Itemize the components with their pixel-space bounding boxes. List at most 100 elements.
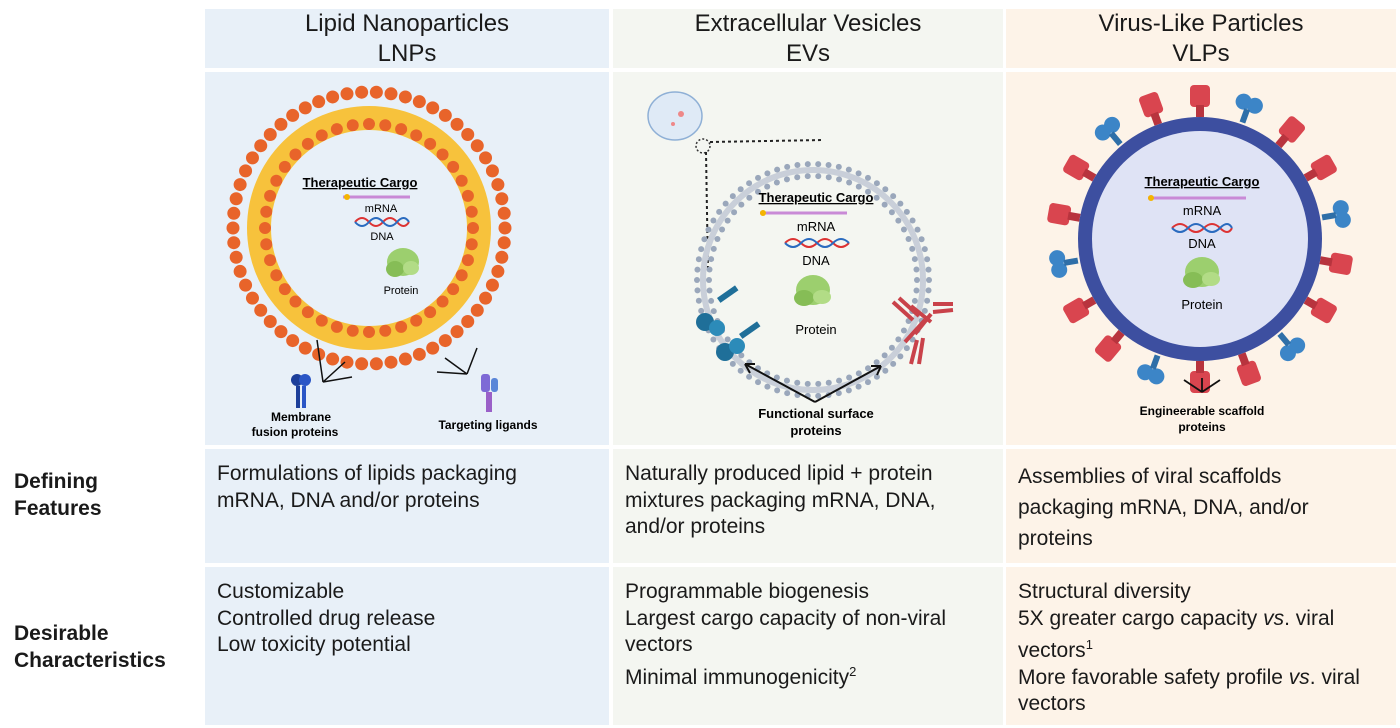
membrane-fusion-protein-icon [291, 374, 311, 408]
lnp-lipid-head-outer [312, 95, 326, 109]
ev-lipid-head [913, 266, 920, 273]
lnp-lipid-head-outer [263, 127, 277, 141]
ev-defining-features: Naturally produced lipid + protein mixtu… [613, 449, 1003, 563]
ev-lipid-head [873, 359, 880, 366]
ev-lipid-head [845, 387, 852, 394]
ev-lipid-head [815, 161, 822, 168]
lnp-arrows [316, 339, 478, 383]
vlp-spike-head [1063, 297, 1090, 324]
ev-lipid-head [710, 308, 717, 315]
vlp-desirable-line: More favorable safety profile vs. viral [1018, 665, 1386, 692]
vlp-spike [1063, 154, 1097, 182]
ev-lipid-head [724, 336, 731, 343]
lnp-lipid-head-outer [470, 139, 484, 153]
ev-lipid-head [694, 266, 701, 273]
ev-lipid-head [695, 297, 702, 304]
vlp-dna-label: DNA [1188, 236, 1216, 251]
vlp-vs-text: vs [1288, 665, 1310, 689]
lnp-lipid-head-inner [424, 306, 437, 319]
ev-lipid-head [921, 307, 928, 314]
lnp-lipid-head-inner [260, 205, 273, 218]
ev-lipid-head [924, 256, 931, 263]
ev-abbr: EVs [785, 39, 830, 67]
lnp-lipid-head-outer [485, 164, 499, 178]
ev-callout-line1: Functional surface [758, 406, 874, 421]
vlp-spike-head [1310, 154, 1337, 181]
ev-lipid-head [705, 226, 712, 233]
vlp-spike-stalk [1063, 257, 1079, 266]
lnp-lipid-head-inner [395, 320, 408, 333]
ev-lipid-head [708, 256, 715, 263]
vlp-abbr: VLPs [1172, 39, 1230, 67]
ev-lipid-head [881, 201, 888, 208]
ev-lipid-head [706, 277, 712, 283]
vlp-spike-head [1328, 252, 1353, 275]
membrane-label: Membrane [271, 410, 331, 424]
ev-lipid-head [905, 235, 912, 242]
lnp-mrna-cap [344, 194, 350, 200]
vlp-spike-stalk [1081, 168, 1097, 182]
lnp-lipid-head-inner [346, 324, 359, 337]
vlp-spike-stalk [1321, 212, 1337, 221]
lnp-defining-features: Formulations of lipids packaging mRNA, D… [205, 449, 609, 563]
ev-lipid-head [729, 193, 736, 200]
ev-lipid-head [864, 379, 871, 386]
vlp-desirable-line: vectors [1018, 692, 1086, 715]
vlp-cargo-text: 5X greater cargo capacity [1018, 606, 1264, 630]
vlp-spike [1236, 352, 1261, 387]
lnp-lipid-head-outer [326, 352, 340, 366]
lnp-lipid-head-inner [465, 205, 478, 218]
ev-desirable-line: Minimal immunogenicity2 [625, 659, 993, 692]
lnp-header: Lipid Nanoparticles LNPs [205, 9, 609, 68]
ev-lipid-head [873, 180, 880, 187]
lnp-lipid-head-outer [229, 250, 243, 264]
vlp-protein-label: Protein [1181, 297, 1222, 312]
ev-lipid-head [773, 179, 780, 186]
lnp-lipid-head-outer [461, 127, 475, 141]
ev-lipid-head [710, 217, 717, 224]
vlp-spike-stalk [1081, 296, 1097, 310]
ev-lipid-head [773, 374, 780, 381]
lnp-lipid-head-inner [330, 320, 343, 333]
lnp-cargo-title: Therapeutic Cargo [303, 175, 418, 190]
lnp-lipid-head-inner [260, 238, 273, 251]
lnp-lipid-head-outer [384, 355, 398, 369]
ev-lipid-head [764, 183, 771, 190]
ev-title: Extracellular Vesicles [694, 9, 922, 37]
lnp-lipid-head-inner [301, 306, 314, 319]
lnp-lipid-head-inner [424, 137, 437, 150]
ev-lipid-head [774, 387, 781, 394]
ev-lipid-head [737, 367, 744, 374]
lnp-lipid-head-inner [436, 148, 449, 161]
ev-lipid-head [882, 367, 889, 374]
ev-lipid-head [731, 209, 738, 216]
targeting-ligands-label: Targeting ligands [438, 418, 537, 432]
vlp-spike-stalk [1275, 133, 1290, 149]
vlp-spike-head [1063, 154, 1090, 181]
defining-label-line2: Features [14, 497, 102, 520]
vlp-desirable-characteristics: Structural diversity 5X greater cargo ca… [1006, 567, 1396, 725]
vlp-spike-stalk [1067, 211, 1081, 222]
lnp-lipid-head-inner [264, 189, 277, 202]
vlp-footnote-1: 1 [1085, 637, 1093, 652]
ev-lipid-head [774, 166, 781, 173]
ev-lipid-head [835, 163, 842, 170]
lnp-lipid-head-inner [395, 123, 408, 136]
lnp-lipid-head-outer [438, 108, 452, 122]
lnp-core [271, 130, 467, 326]
vlp-spike-knob [1279, 345, 1296, 362]
ev-desirable-line: vectors [625, 633, 693, 656]
ev-dna-label: DNA [802, 253, 830, 268]
vlp-spike [1235, 93, 1263, 124]
ev-lipid-head [903, 208, 910, 215]
lnp-lipid-head-inner [379, 324, 392, 337]
targeting-ligand-icon [481, 374, 498, 412]
ev-lipid-head [914, 277, 920, 283]
lnp-lipid-head-outer [426, 101, 440, 115]
ev-lipid-head [888, 344, 895, 351]
ev-lipid-head [835, 390, 842, 397]
ev-lipid-head [724, 217, 731, 224]
ev-lipid-head [855, 183, 862, 190]
ev-protein-label: Protein [795, 322, 836, 337]
ev-lipid-head [755, 379, 762, 386]
